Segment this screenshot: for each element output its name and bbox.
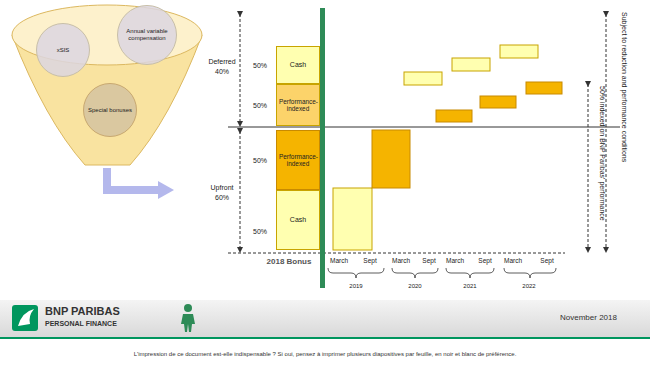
indexed-note: 50% indexed on BNP Paribas' performance (598, 86, 606, 221)
footer-rule (0, 337, 650, 339)
divider (320, 8, 325, 288)
share-value: 50% (253, 228, 267, 236)
node-text: Cash (290, 61, 306, 69)
flow-arrow-head (158, 181, 174, 199)
upfront-indexed-payment (372, 130, 410, 188)
footer-band (0, 300, 650, 338)
year-label: 2021 (463, 283, 476, 290)
deferred-indexed-payment (526, 82, 562, 94)
source-circle: Special bonuses (83, 83, 137, 137)
bonus-year: 2018 Bonus (267, 258, 312, 267)
month-label: Sept (363, 257, 376, 264)
year-label: 2022 (522, 283, 535, 290)
source-circle: xSIS (36, 23, 90, 77)
mascot (181, 314, 195, 332)
node-text: Performance-indexed (279, 98, 317, 112)
indexed-span (588, 84, 589, 250)
section-label: Upfront (211, 184, 234, 192)
share-value: 50% (253, 102, 267, 110)
print-note: L'impression de ce document est-elle ind… (134, 351, 517, 358)
upfront-cash-payment (333, 188, 372, 250)
upfront-span (240, 131, 241, 250)
deferred-indexed-payment (480, 96, 516, 108)
month-label: March (446, 257, 464, 264)
share-value: 50% (253, 157, 267, 165)
share-value: 40% (215, 68, 229, 76)
deferred-cash-payment (452, 58, 490, 71)
year-label: 2019 (349, 283, 362, 290)
deferred-cash-payment (404, 72, 442, 85)
month-label: March (330, 257, 348, 264)
year-brace (328, 268, 384, 278)
node-text: xSIS (57, 47, 70, 54)
year-brace (446, 268, 494, 278)
year-brace (504, 268, 556, 278)
source-circle: Annual variable compensation (117, 5, 177, 65)
cash-box: Cash (276, 190, 320, 250)
month-label: Sept (422, 257, 435, 264)
mascot (184, 304, 192, 312)
conditions-note: Subject to reduction and performance con… (620, 12, 628, 162)
month-label: March (392, 257, 410, 264)
node-text: Performance-indexed (279, 153, 317, 167)
year-label: 2020 (408, 283, 421, 290)
share-value: 50% (253, 62, 267, 70)
brand-unit: PERSONAL FINANCE (45, 320, 117, 328)
share-value: 60% (215, 194, 229, 202)
month-label: Sept (540, 257, 553, 264)
year-brace (392, 268, 438, 278)
brand-name: BNP PARIBAS (45, 305, 120, 317)
indexed-box: Performance-indexed (276, 130, 320, 190)
indexed-box: Performance-indexed (276, 84, 320, 126)
deferred-cash-payment (500, 45, 538, 58)
deferred-indexed-payment (436, 110, 472, 122)
base-line (228, 253, 565, 254)
month-label: March (504, 257, 522, 264)
logo-mark (18, 309, 34, 326)
node-text: Cash (290, 216, 306, 224)
deferred-span (240, 14, 241, 124)
node-text: Annual variable compensation (120, 28, 174, 41)
date-label: November 2018 (560, 314, 617, 323)
month-label: Sept (478, 257, 491, 264)
split-line (228, 127, 620, 128)
node-text: Special bonuses (88, 107, 132, 114)
section-label: Deferred (208, 58, 235, 66)
cash-box: Cash (276, 46, 320, 84)
flow-arrow (107, 168, 160, 190)
logo (12, 305, 38, 331)
